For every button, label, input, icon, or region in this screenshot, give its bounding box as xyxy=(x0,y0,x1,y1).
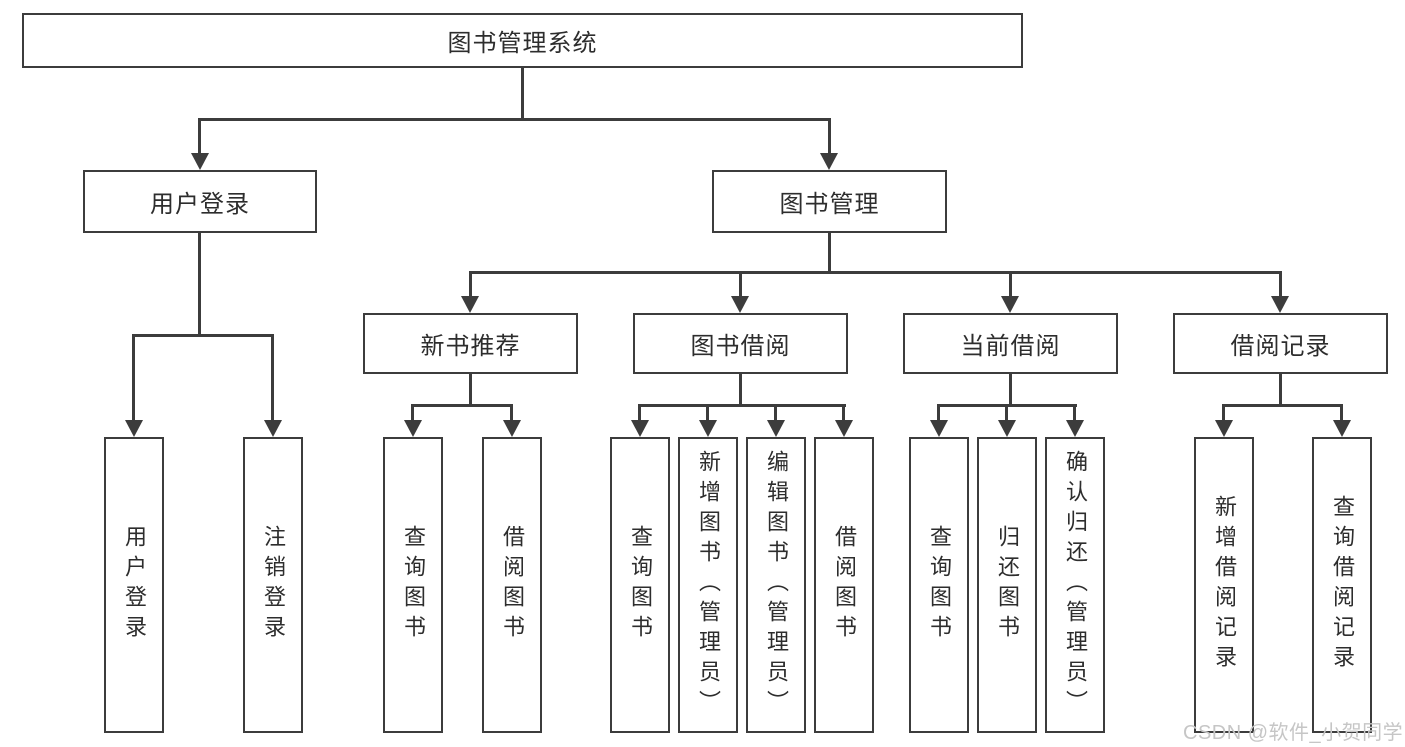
arrow-down-icon xyxy=(820,153,838,170)
leaf-borrow-books-recommend-label: 借阅图书 xyxy=(500,525,525,645)
leaf-query-books-borrowing-label: 查询图书 xyxy=(628,525,653,645)
arrow-down-icon xyxy=(125,420,143,437)
node-root-box: 图书管理系统 xyxy=(22,13,1023,68)
connector-line xyxy=(198,118,831,121)
connector-line xyxy=(469,271,472,297)
connector-line xyxy=(1222,404,1343,407)
arrow-down-icon xyxy=(1001,296,1019,313)
arrow-down-icon xyxy=(264,420,282,437)
csdn-watermark: CSDN @软件_小贺同学 xyxy=(1183,722,1404,744)
leaf-query-books-borrowing-box: 查询图书 xyxy=(610,437,670,733)
connector-line xyxy=(1005,404,1008,421)
node-book-management-label: 图书管理 xyxy=(779,191,880,218)
node-book-borrowing-box: 图书借阅 xyxy=(633,313,848,374)
connector-line xyxy=(1279,271,1282,297)
leaf-query-borrow-record-label: 查询借阅记录 xyxy=(1330,495,1355,675)
leaf-edit-books-admin-label: 编辑图书（管理员） xyxy=(764,450,789,720)
node-borrowing-records-box: 借阅记录 xyxy=(1173,313,1388,374)
connector-line xyxy=(828,233,831,273)
arrow-down-icon xyxy=(731,296,749,313)
node-current-borrowing-box: 当前借阅 xyxy=(903,313,1118,374)
leaf-query-books-current-label: 查询图书 xyxy=(927,525,952,645)
connector-line xyxy=(1279,374,1282,405)
arrow-down-icon xyxy=(930,420,948,437)
arrow-down-icon xyxy=(1333,420,1351,437)
arrow-down-icon xyxy=(191,153,209,170)
connector-line xyxy=(774,404,777,421)
leaf-logout-box: 注销登录 xyxy=(243,437,303,733)
arrow-down-icon xyxy=(1066,420,1084,437)
arrow-down-icon xyxy=(503,420,521,437)
node-user-login-box: 用户登录 xyxy=(83,170,317,233)
connector-line xyxy=(1073,404,1076,421)
connector-line xyxy=(469,374,472,405)
connector-line xyxy=(132,334,135,420)
node-book-management-box: 图书管理 xyxy=(712,170,947,233)
leaf-query-books-recommend-label: 查询图书 xyxy=(401,525,426,645)
arrow-down-icon xyxy=(998,420,1016,437)
node-book-borrowing-label: 图书借阅 xyxy=(690,333,791,360)
connector-line xyxy=(1009,271,1012,297)
connector-line xyxy=(828,118,831,154)
connector-line xyxy=(469,271,1282,274)
connector-line xyxy=(198,118,201,154)
connector-line xyxy=(639,404,846,407)
arrow-down-icon xyxy=(1271,296,1289,313)
leaf-borrow-books-recommend-box: 借阅图书 xyxy=(482,437,542,733)
connector-line xyxy=(198,233,201,335)
arrow-down-icon xyxy=(1215,420,1233,437)
leaf-confirm-return-admin-label: 确认归还（管理员） xyxy=(1063,450,1088,720)
node-current-borrowing-label: 当前借阅 xyxy=(960,333,1061,360)
connector-line xyxy=(638,404,641,421)
leaf-user-login-box: 用户登录 xyxy=(104,437,164,733)
connector-line xyxy=(133,334,274,337)
connector-line xyxy=(521,68,524,119)
leaf-borrow-books-borrowing-box: 借阅图书 xyxy=(814,437,874,733)
node-root-label: 图书管理系统 xyxy=(447,30,598,57)
arrow-down-icon xyxy=(461,296,479,313)
connector-line xyxy=(1340,404,1343,421)
node-user-login-label: 用户登录 xyxy=(150,191,250,218)
leaf-query-books-current-box: 查询图书 xyxy=(909,437,969,733)
connector-line xyxy=(510,404,513,421)
connector-line xyxy=(1009,374,1012,405)
leaf-add-borrow-record-box: 新增借阅记录 xyxy=(1194,437,1254,733)
connector-line xyxy=(1222,404,1225,421)
connector-line xyxy=(271,334,274,420)
leaf-add-books-admin-box: 新增图书（管理员） xyxy=(678,437,738,733)
leaf-return-books-label: 归还图书 xyxy=(995,525,1020,645)
leaf-query-borrow-record-box: 查询借阅记录 xyxy=(1312,437,1372,733)
connector-line xyxy=(937,404,940,421)
leaf-query-books-recommend-box: 查询图书 xyxy=(383,437,443,733)
leaf-edit-books-admin-box: 编辑图书（管理员） xyxy=(746,437,806,733)
connector-line xyxy=(739,271,742,297)
connector-line xyxy=(706,404,709,421)
connector-line xyxy=(411,404,513,407)
leaf-add-books-admin-label: 新增图书（管理员） xyxy=(696,450,721,720)
arrow-down-icon xyxy=(631,420,649,437)
node-borrowing-records-label: 借阅记录 xyxy=(1230,333,1331,360)
leaf-user-login-label: 用户登录 xyxy=(122,525,147,645)
node-new-book-recommend-label: 新书推荐 xyxy=(420,333,521,360)
leaf-return-books-box: 归还图书 xyxy=(977,437,1037,733)
arrow-down-icon xyxy=(767,420,785,437)
leaf-confirm-return-admin-box: 确认归还（管理员） xyxy=(1045,437,1105,733)
connector-line xyxy=(842,404,845,421)
node-new-book-recommend-box: 新书推荐 xyxy=(363,313,578,374)
connector-line xyxy=(739,374,742,405)
arrow-down-icon xyxy=(404,420,422,437)
leaf-add-borrow-record-label: 新增借阅记录 xyxy=(1212,495,1237,675)
leaf-logout-label: 注销登录 xyxy=(261,525,286,645)
leaf-borrow-books-borrowing-label: 借阅图书 xyxy=(832,525,857,645)
connector-line xyxy=(411,404,414,421)
arrow-down-icon xyxy=(699,420,717,437)
arrow-down-icon xyxy=(835,420,853,437)
